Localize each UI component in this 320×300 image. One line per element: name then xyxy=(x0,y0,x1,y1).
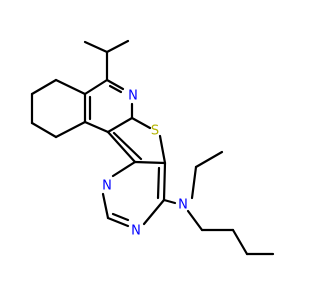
bond xyxy=(30,121,58,139)
nitrogen-atom-label: N xyxy=(102,179,112,194)
bond xyxy=(194,150,224,169)
bond xyxy=(106,130,137,164)
molecule-canvas: N S N N N xyxy=(30,39,275,256)
bond xyxy=(186,209,204,232)
bond xyxy=(30,78,58,96)
atom-labels: N S N N N xyxy=(102,89,188,239)
bond xyxy=(158,134,167,165)
bond xyxy=(105,78,125,91)
bond xyxy=(231,228,249,256)
bond xyxy=(111,160,137,178)
bond xyxy=(190,165,198,200)
bond xyxy=(156,166,161,200)
bond xyxy=(83,78,109,96)
bond xyxy=(162,161,167,202)
structure-drawing: N S N N N xyxy=(30,39,275,256)
sulfur-atom-label: S xyxy=(151,124,159,139)
nitrogen-atom-label: N xyxy=(128,89,138,104)
bond xyxy=(111,212,130,222)
bonds xyxy=(30,39,275,256)
bond xyxy=(54,78,87,96)
bond xyxy=(108,84,123,94)
bond xyxy=(83,120,110,134)
bond xyxy=(162,198,177,205)
bond xyxy=(112,131,143,161)
bond xyxy=(83,40,109,54)
bond xyxy=(105,39,130,54)
bond xyxy=(130,116,152,130)
amine-nitrogen-atom-label: N xyxy=(178,198,188,213)
bond xyxy=(54,120,87,139)
bond xyxy=(133,160,167,165)
bond xyxy=(106,116,134,134)
nitrogen-atom-label: N xyxy=(131,224,141,239)
bond xyxy=(142,198,166,226)
bond xyxy=(106,216,130,228)
bond xyxy=(101,192,110,220)
